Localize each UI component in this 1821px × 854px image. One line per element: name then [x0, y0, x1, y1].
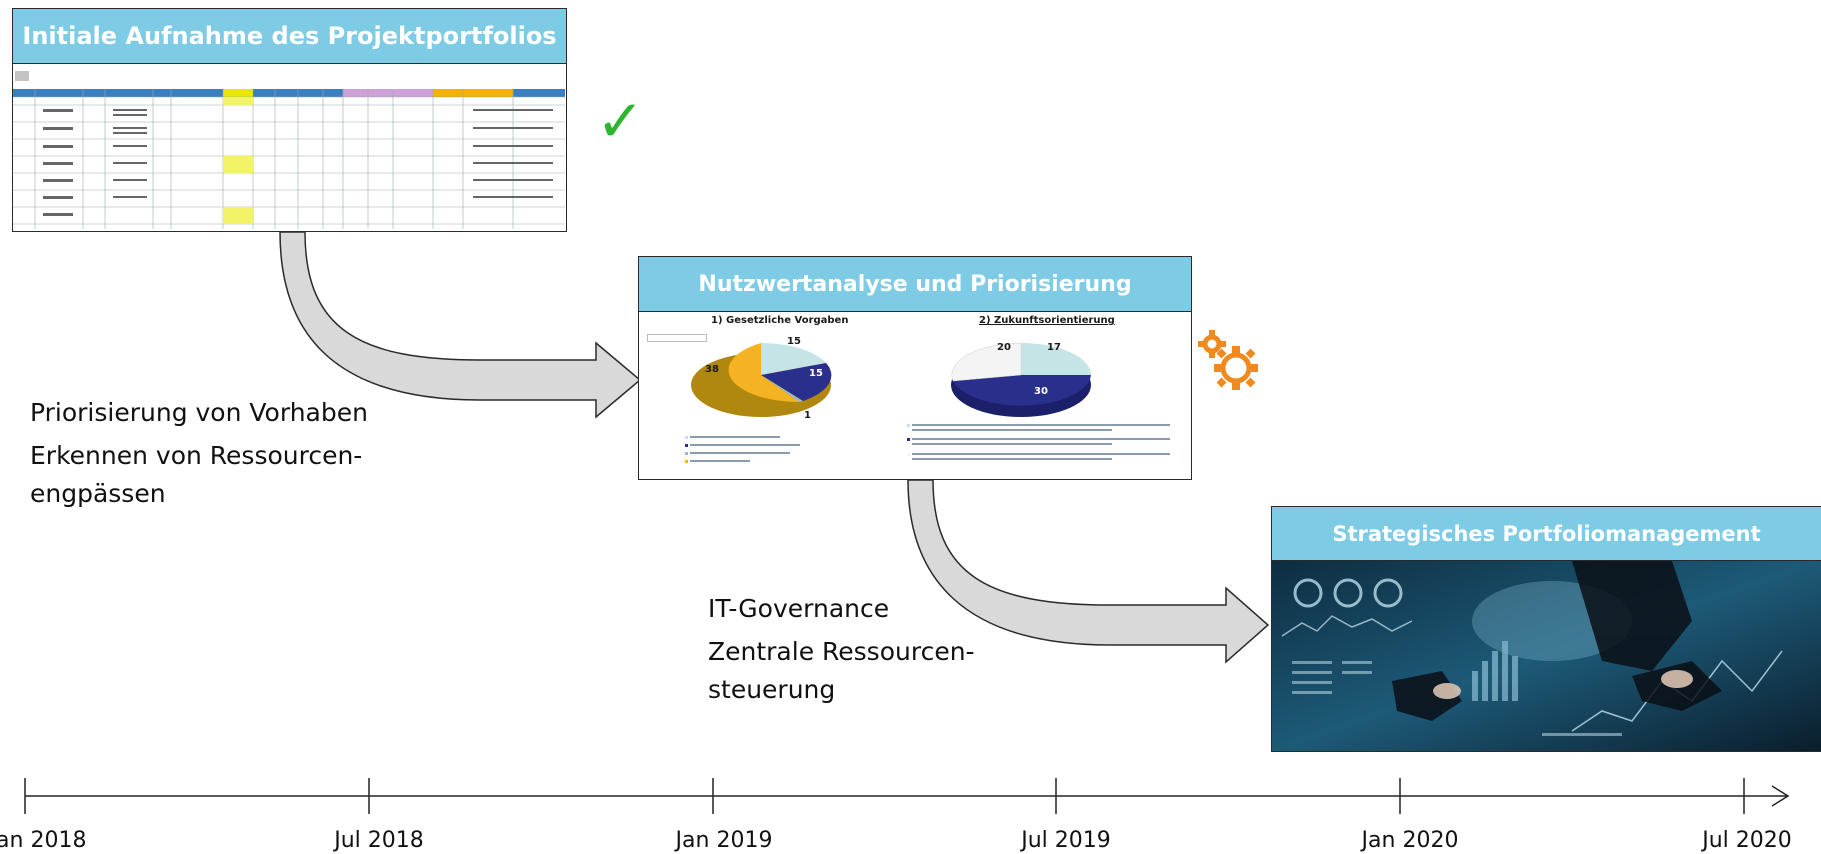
initial-portfolio-title: Initiale Aufnahme des Projektportfolios [13, 9, 566, 64]
note-priorisierung: Priorisierung von Vorhaben [30, 398, 368, 427]
timeline-label-jan-2018: Jan 2018 [0, 828, 87, 853]
pie-charts [691, 342, 1091, 417]
note-steuerung: steuerung [708, 675, 836, 704]
timeline-label-jul-2019: Jul 2019 [1021, 828, 1111, 853]
spreadsheet-thumbnail [13, 69, 565, 229]
strategic-title: Strategisches Portfoliomanagement [1272, 507, 1821, 561]
checkmark-icon: ✓ [596, 87, 645, 155]
timeline-label-jan-2019: Jan 2019 [675, 828, 773, 853]
pie2-value-light: 17 [1047, 342, 1061, 353]
pie1-frame [647, 334, 707, 342]
strategic-box: Strategisches Portfoliomanagement [1271, 506, 1821, 752]
left-notes: Priorisierung von Vorhaben Erkennen von … [30, 394, 410, 513]
note-erkennen: Erkennen von Ressourcen- [30, 441, 363, 470]
legend-lines [685, 424, 1170, 463]
analysis-content: 1) Gesetzliche Vorgaben 2) Zukunftsorien… [639, 312, 1190, 478]
timeline-label-jul-2018: Jul 2018 [334, 828, 424, 853]
pie1-title: 1) Gesetzliche Vorgaben [711, 315, 849, 326]
middle-notes: IT-Governance Zentrale Ressourcen- steue… [708, 590, 1028, 709]
analysis-title: Nutzwertanalyse und Priorisierung [639, 257, 1191, 312]
initial-portfolio-box: Initiale Aufnahme des Projektportfolios [12, 8, 567, 232]
pie1-value-navy: 15 [809, 368, 823, 379]
note-it-governance: IT-Governance [708, 594, 890, 623]
pie2-title: 2) Zukunftsorientierung [979, 315, 1115, 326]
arrow-analysis-to-strategic [907, 479, 1270, 664]
pie1-value-small: 1 [804, 410, 811, 421]
pie1-value-light: 15 [787, 336, 801, 347]
dashboard-image [1272, 561, 1821, 751]
timeline-label-jan-2020: Jan 2020 [1361, 828, 1459, 853]
pie2-value-white: 20 [997, 342, 1011, 353]
analysis-box: Nutzwertanalyse und Priorisierung 1) Ges… [638, 256, 1192, 480]
note-zentrale: Zentrale Ressourcen- [708, 637, 975, 666]
arrow-initial-to-analysis [279, 231, 642, 419]
pie2-value-navy: 30 [1034, 386, 1048, 397]
pie1-value-yellow: 38 [705, 364, 719, 375]
timeline-label-jul-2020: Jul 2020 [1702, 828, 1792, 853]
note-engpaessen: engpässen [30, 479, 166, 508]
gears-icon [1198, 330, 1258, 390]
